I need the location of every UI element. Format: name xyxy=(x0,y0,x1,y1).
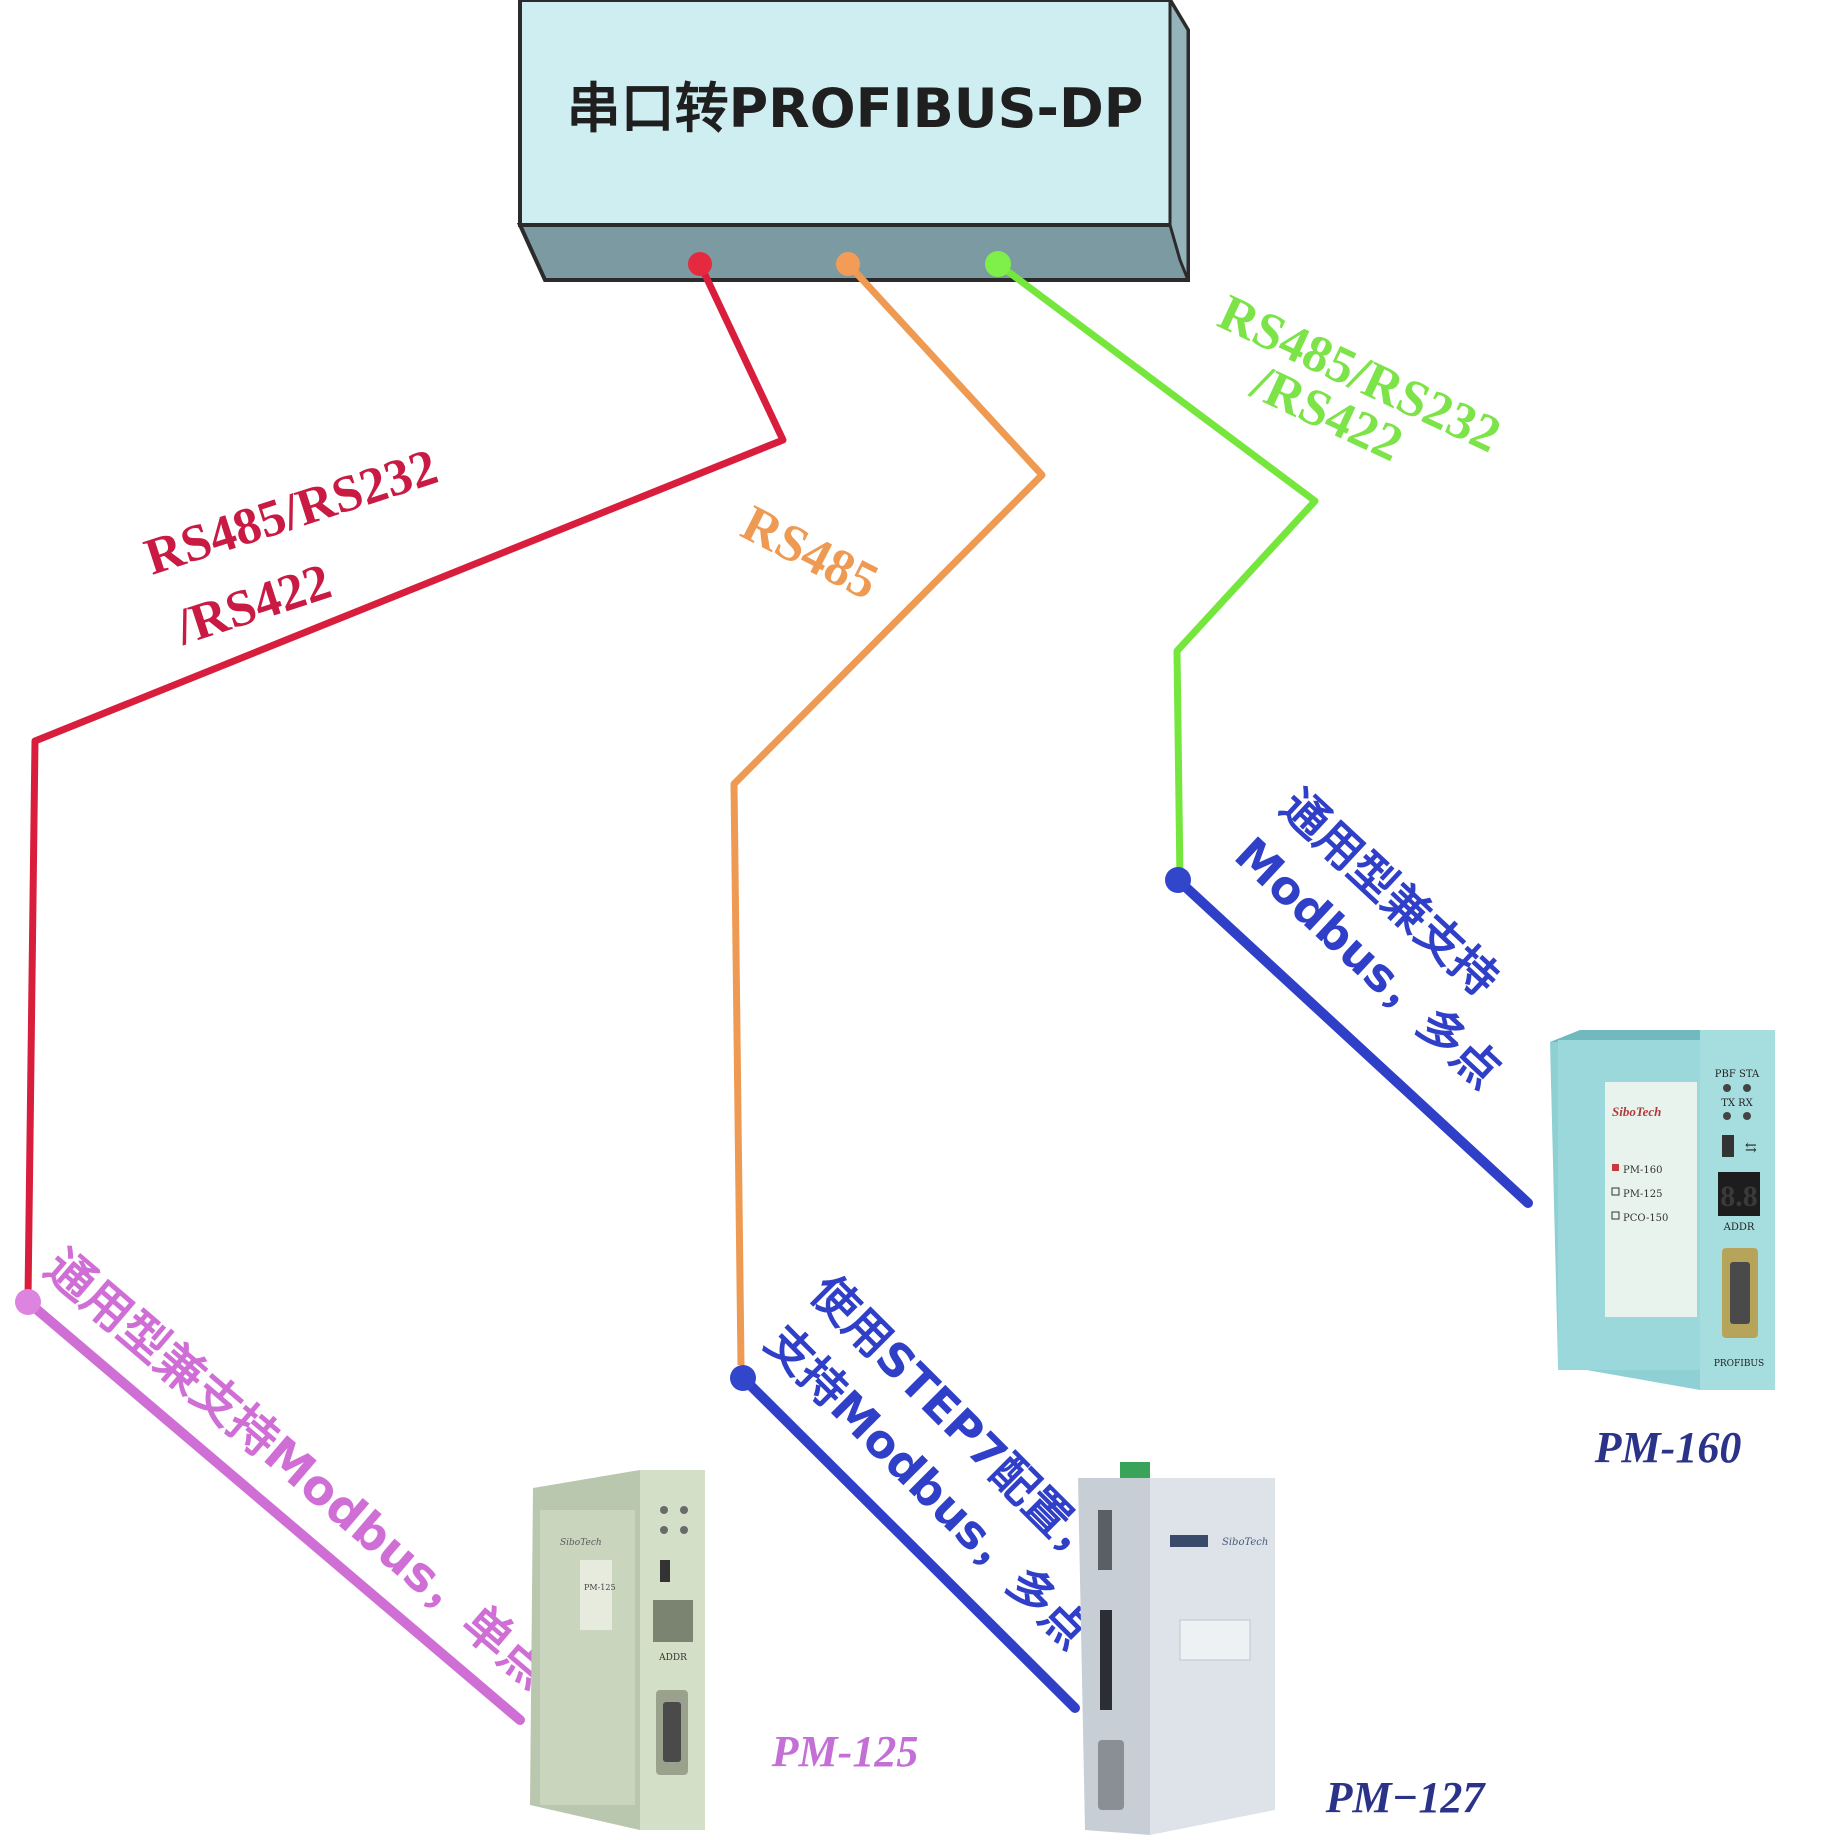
pm125-model: PM-125 xyxy=(584,1583,616,1592)
pm127-connector xyxy=(1098,1510,1112,1570)
pm125-front xyxy=(640,1470,705,1830)
pm160-brand: SiboTech xyxy=(1612,1104,1661,1119)
pm125-usb-port xyxy=(660,1560,670,1582)
pm127-device: SiboTech PM−127 xyxy=(1078,1462,1486,1835)
pm160-device: SiboTech PM-160 PM-125 PCO-150 PBF STA T… xyxy=(1550,1030,1775,1472)
pm127-front xyxy=(1078,1478,1150,1835)
pm160-led-bottom: TX RX xyxy=(1721,1098,1753,1109)
pm160-label-area xyxy=(1605,1082,1697,1317)
pm160-port-label: PROFIBUS xyxy=(1714,1359,1764,1369)
pm160-led xyxy=(1743,1084,1751,1092)
pm160-led xyxy=(1723,1112,1731,1120)
pm125-link: 通用型兼支持Modbus，单点 xyxy=(15,1239,560,1725)
orange-port-dot xyxy=(836,252,860,276)
pm160-junction-dot xyxy=(1165,867,1191,893)
pm125-brand: SiboTech xyxy=(560,1538,602,1548)
pm127-brand-badge xyxy=(1170,1535,1208,1547)
pm160-name: PM-160 xyxy=(1594,1423,1742,1472)
pm125-side-panel xyxy=(540,1510,635,1805)
pm160-led xyxy=(1743,1112,1751,1120)
pm160-display xyxy=(1718,1172,1760,1216)
pm160-addr: ADDR xyxy=(1723,1222,1755,1233)
pm127-terminal-strip xyxy=(1100,1610,1112,1710)
pm127-terminal-block xyxy=(1120,1462,1150,1478)
pm125-junction-dot xyxy=(15,1289,41,1315)
pm160-option-1: PM-160 xyxy=(1623,1165,1662,1176)
pm160-display-digits: 8.8 xyxy=(1720,1180,1758,1213)
green-link: RS485/RS232 /RS422 xyxy=(985,251,1509,883)
converter-side-face xyxy=(1168,0,1190,281)
orange-cable xyxy=(730,261,1046,1366)
pm127-cable xyxy=(738,1373,1080,1713)
pm125-addr: ADDR xyxy=(658,1653,687,1663)
converter-box: 串口转PROFIBUS-DP xyxy=(516,0,1190,282)
pm160-option-2: PM-125 xyxy=(1623,1189,1662,1200)
orange-link: RS485 xyxy=(730,252,1046,1366)
pm125-db9-socket xyxy=(663,1702,681,1762)
orange-link-label: RS485 xyxy=(733,495,888,611)
red-port-dot xyxy=(688,252,712,276)
pm125-led xyxy=(660,1506,668,1514)
pm125-device: SiboTech PM-125 ADDR PM-125 xyxy=(530,1470,918,1830)
pm125-cable xyxy=(23,1297,525,1725)
pm127-name: PM−127 xyxy=(1325,1773,1487,1822)
pm125-label-area xyxy=(580,1560,612,1630)
pm160-led xyxy=(1723,1084,1731,1092)
pm125-led xyxy=(680,1506,688,1514)
pm160-db9-socket xyxy=(1730,1262,1750,1324)
red-cable xyxy=(24,262,787,1299)
pm160-led-top: PBF STA xyxy=(1715,1069,1760,1080)
pm125-led xyxy=(660,1526,668,1534)
pm160-usb-port xyxy=(1722,1135,1734,1157)
pm160-link: 通用型兼支持 Modbus，多点 xyxy=(1165,779,1533,1208)
pm160-option-box-3 xyxy=(1611,1211,1620,1220)
usb-icon: ⇆ xyxy=(1745,1140,1757,1156)
pm127-link: 使用STEP7配置， 支持Modbus，多点 xyxy=(730,1265,1115,1713)
converter-title: 串口转PROFIBUS-DP xyxy=(567,77,1144,140)
green-cable xyxy=(995,261,1319,883)
pm125-name: PM-125 xyxy=(771,1727,919,1776)
pm127-db9-port xyxy=(1098,1740,1124,1810)
green-port-dot xyxy=(985,251,1011,277)
pm127-junction-dot xyxy=(730,1365,756,1391)
red-link: RS485/RS232 /RS422 xyxy=(24,252,787,1299)
pm160-option-3: PCO-150 xyxy=(1623,1213,1668,1224)
pm160-cable xyxy=(1173,875,1533,1208)
pm125-display xyxy=(653,1600,693,1642)
pm160-option-checked xyxy=(1612,1164,1619,1171)
pm160-option-box-2 xyxy=(1611,1187,1620,1196)
pm127-brand: SiboTech xyxy=(1222,1537,1268,1548)
pm125-caption: 通用型兼支持Modbus，单点 xyxy=(34,1239,560,1700)
pm125-led xyxy=(680,1526,688,1534)
pm127-label-area xyxy=(1179,1619,1251,1661)
